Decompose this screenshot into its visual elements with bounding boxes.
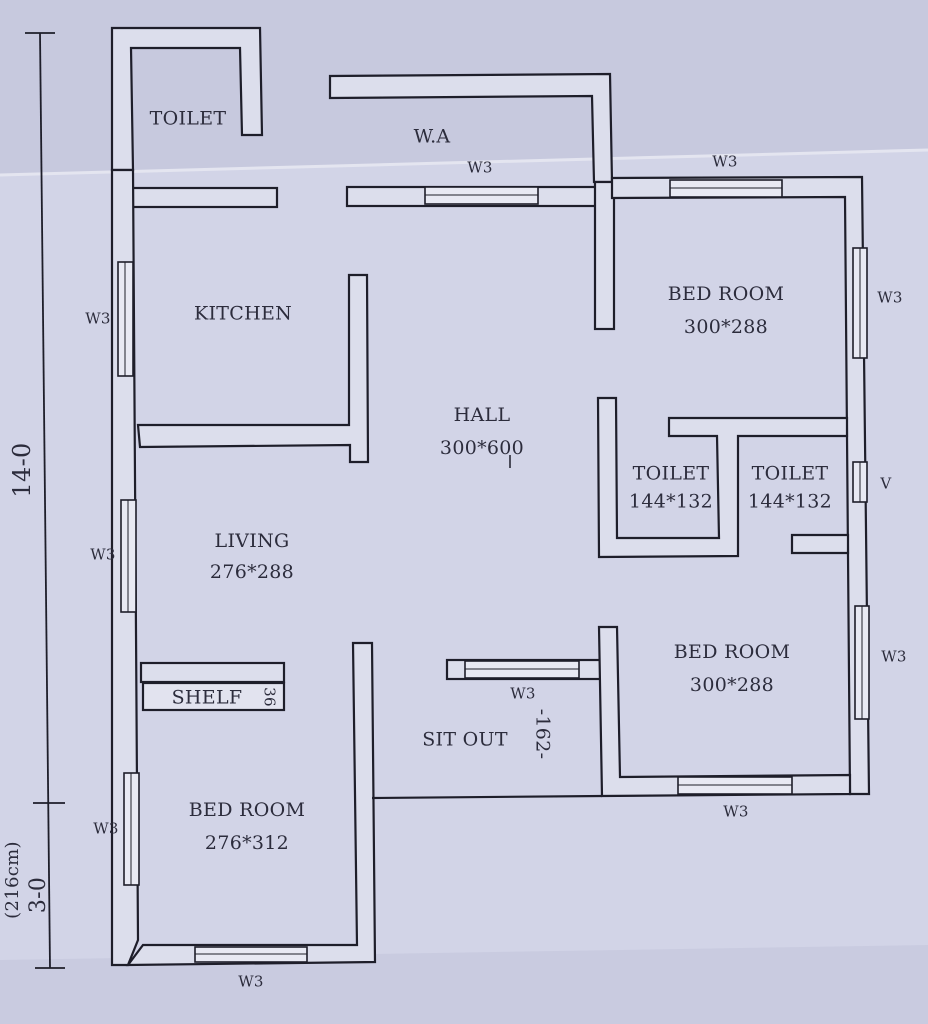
bed-room-1-size: 300*288	[683, 316, 769, 338]
bed-room-3-name: BED ROOM	[188, 799, 306, 821]
hall-size: 300*600	[439, 437, 525, 459]
label-window-right-bed1: W3	[877, 288, 903, 307]
shelf-box	[141, 681, 286, 712]
wall-kitchen	[136, 273, 370, 464]
wall-toilet-top-bottom	[129, 186, 279, 209]
label-bed-room-2: BED ROOM 300*288	[674, 643, 790, 695]
label-window-sit-out: W3	[510, 684, 536, 703]
label-window-bottom-bed2: W3	[723, 802, 749, 821]
paper-fold-line	[0, 148, 928, 177]
wall-living-bottom	[139, 661, 286, 684]
toilet-2-name: TOILET	[632, 462, 710, 485]
label-window-left-bed3: W3	[93, 819, 119, 838]
toilet-2-size: 144*132	[628, 490, 714, 513]
dim-main-line	[39, 32, 51, 969]
toilet-3-name: TOILET	[751, 462, 829, 485]
sit-out-edge	[371, 794, 603, 800]
label-shelf: SHELF	[171, 686, 243, 709]
bed-room-3-size: 276*312	[204, 832, 290, 854]
label-wa: W.A	[413, 125, 451, 148]
bed-room-1-name: BED ROOM	[667, 283, 785, 305]
living-size: 276*288	[209, 561, 295, 583]
label-window-bottom-bed3: W3	[238, 972, 264, 991]
label-sit-out: SIT OUT	[422, 728, 508, 751]
label-window-top-hall: W3	[467, 158, 493, 177]
wall-toilet-stub	[790, 533, 850, 555]
label-window-left-living: W3	[90, 545, 116, 564]
label-dimension-lower: 3-0	[26, 876, 51, 914]
label-window-left-kitchen: W3	[85, 309, 111, 328]
dimension-lines	[25, 32, 65, 969]
wall-central-divider	[593, 180, 616, 331]
label-hall: HALL 300*600	[440, 406, 524, 458]
bed-room-2-size: 300*288	[689, 674, 775, 696]
label-living: LIVING 276*288	[210, 532, 294, 582]
hall-name: HALL	[453, 404, 511, 426]
label-kitchen: KITCHEN	[193, 302, 293, 325]
wall-bed-room-3	[125, 641, 377, 967]
label-sit-out-note: -162-	[531, 708, 554, 760]
label-window-right-v: V	[880, 474, 892, 493]
label-dimension-lower-cm: (216cm)	[2, 841, 23, 919]
label-toilet-3: TOILET 144*132	[747, 462, 833, 513]
label-toilet-2: TOILET 144*132	[628, 462, 714, 513]
bed-room-2-name: BED ROOM	[673, 641, 791, 663]
window-mullions	[124, 187, 863, 955]
label-toilet-top: TOILET	[149, 107, 227, 130]
label-shelf-note: 36	[260, 687, 279, 707]
wall-toilets	[596, 396, 849, 559]
label-dimension-main: 14-0	[8, 442, 36, 498]
toilet-3-size: 144*132	[747, 490, 833, 513]
living-name: LIVING	[214, 530, 290, 552]
label-window-top-bed: W3	[712, 152, 738, 171]
label-bed-room-1: BED ROOM 300*288	[668, 285, 784, 337]
label-bed-room-3: BED ROOM 276*312	[189, 801, 305, 853]
label-window-right-bed2: W3	[881, 647, 907, 666]
